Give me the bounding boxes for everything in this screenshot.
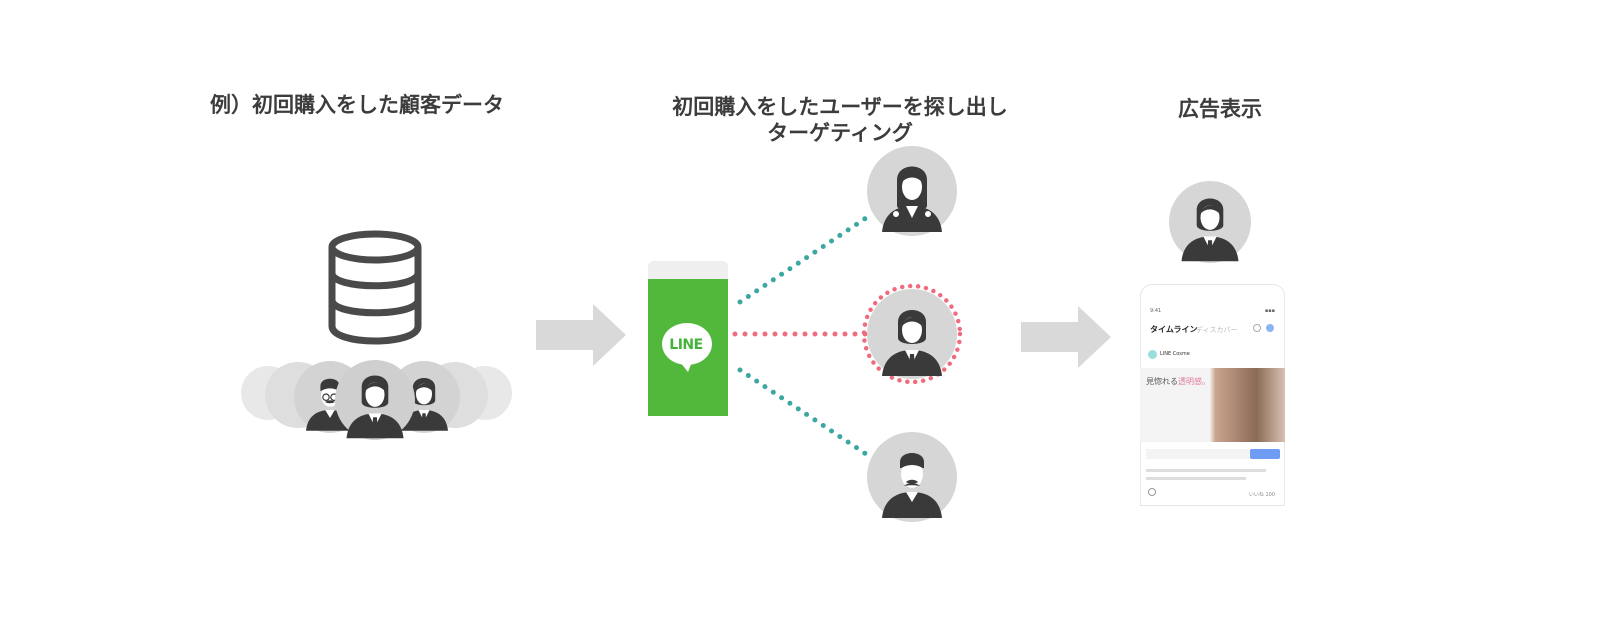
ad-image[interactable]: [1140, 368, 1285, 442]
line-app-phone: [648, 261, 728, 416]
account-avatar: [1148, 350, 1157, 359]
heading-customer-data: 例）初回購入をした顧客データ: [210, 93, 504, 117]
account-name: LINE Cosme: [1160, 351, 1190, 357]
arrow-right-icon: [1021, 306, 1111, 368]
target-user-middle-highlighted: [861, 283, 963, 385]
database-icon: [328, 230, 422, 345]
teal-dotted-line-top: [737, 215, 869, 305]
like-count: いいね 100: [1248, 492, 1275, 498]
line-logo-icon: [662, 323, 712, 372]
arrow-right-icon: [536, 304, 626, 366]
status-icons: ▪▪▪: [1264, 308, 1275, 314]
settings-icon[interactable]: [1266, 324, 1274, 332]
post-text-line: [1146, 469, 1266, 472]
ad-cta-bar: [1146, 449, 1279, 459]
tab-timeline[interactable]: タイムライン: [1150, 325, 1198, 334]
ad-copy: 見惚れる透明感。: [1146, 377, 1210, 386]
phone-timeline-mock: 9:41 ▪▪▪ タイムライン ディスカバー LINE Cosme 見惚れる透明…: [1140, 284, 1285, 506]
line-logo-text: LINE: [669, 337, 703, 353]
teal-dotted-line-bottom: [737, 367, 869, 457]
ad-viewer-user: [1169, 181, 1251, 263]
heading-targeting: 初回購入をしたユーザーを探し出し ターゲティング: [650, 94, 1030, 146]
status-time: 9:41: [1150, 308, 1162, 314]
person-male-mustache-icon: [882, 453, 942, 518]
ad-cta-button[interactable]: [1250, 449, 1280, 459]
heading-targeting-line1: 初回購入をしたユーザーを探し出し: [672, 95, 1008, 119]
chat-icon[interactable]: [1253, 324, 1261, 332]
target-user-top: [867, 146, 957, 236]
customer-group: [241, 360, 512, 440]
tab-discover[interactable]: ディスカバー: [1196, 326, 1238, 334]
smile-icon[interactable]: [1148, 488, 1156, 496]
target-user-bottom: [867, 432, 957, 522]
heading-ad-display: 広告表示: [1178, 97, 1262, 121]
post-text-line: [1146, 477, 1246, 480]
heading-targeting-line2: ターゲティング: [767, 121, 913, 145]
